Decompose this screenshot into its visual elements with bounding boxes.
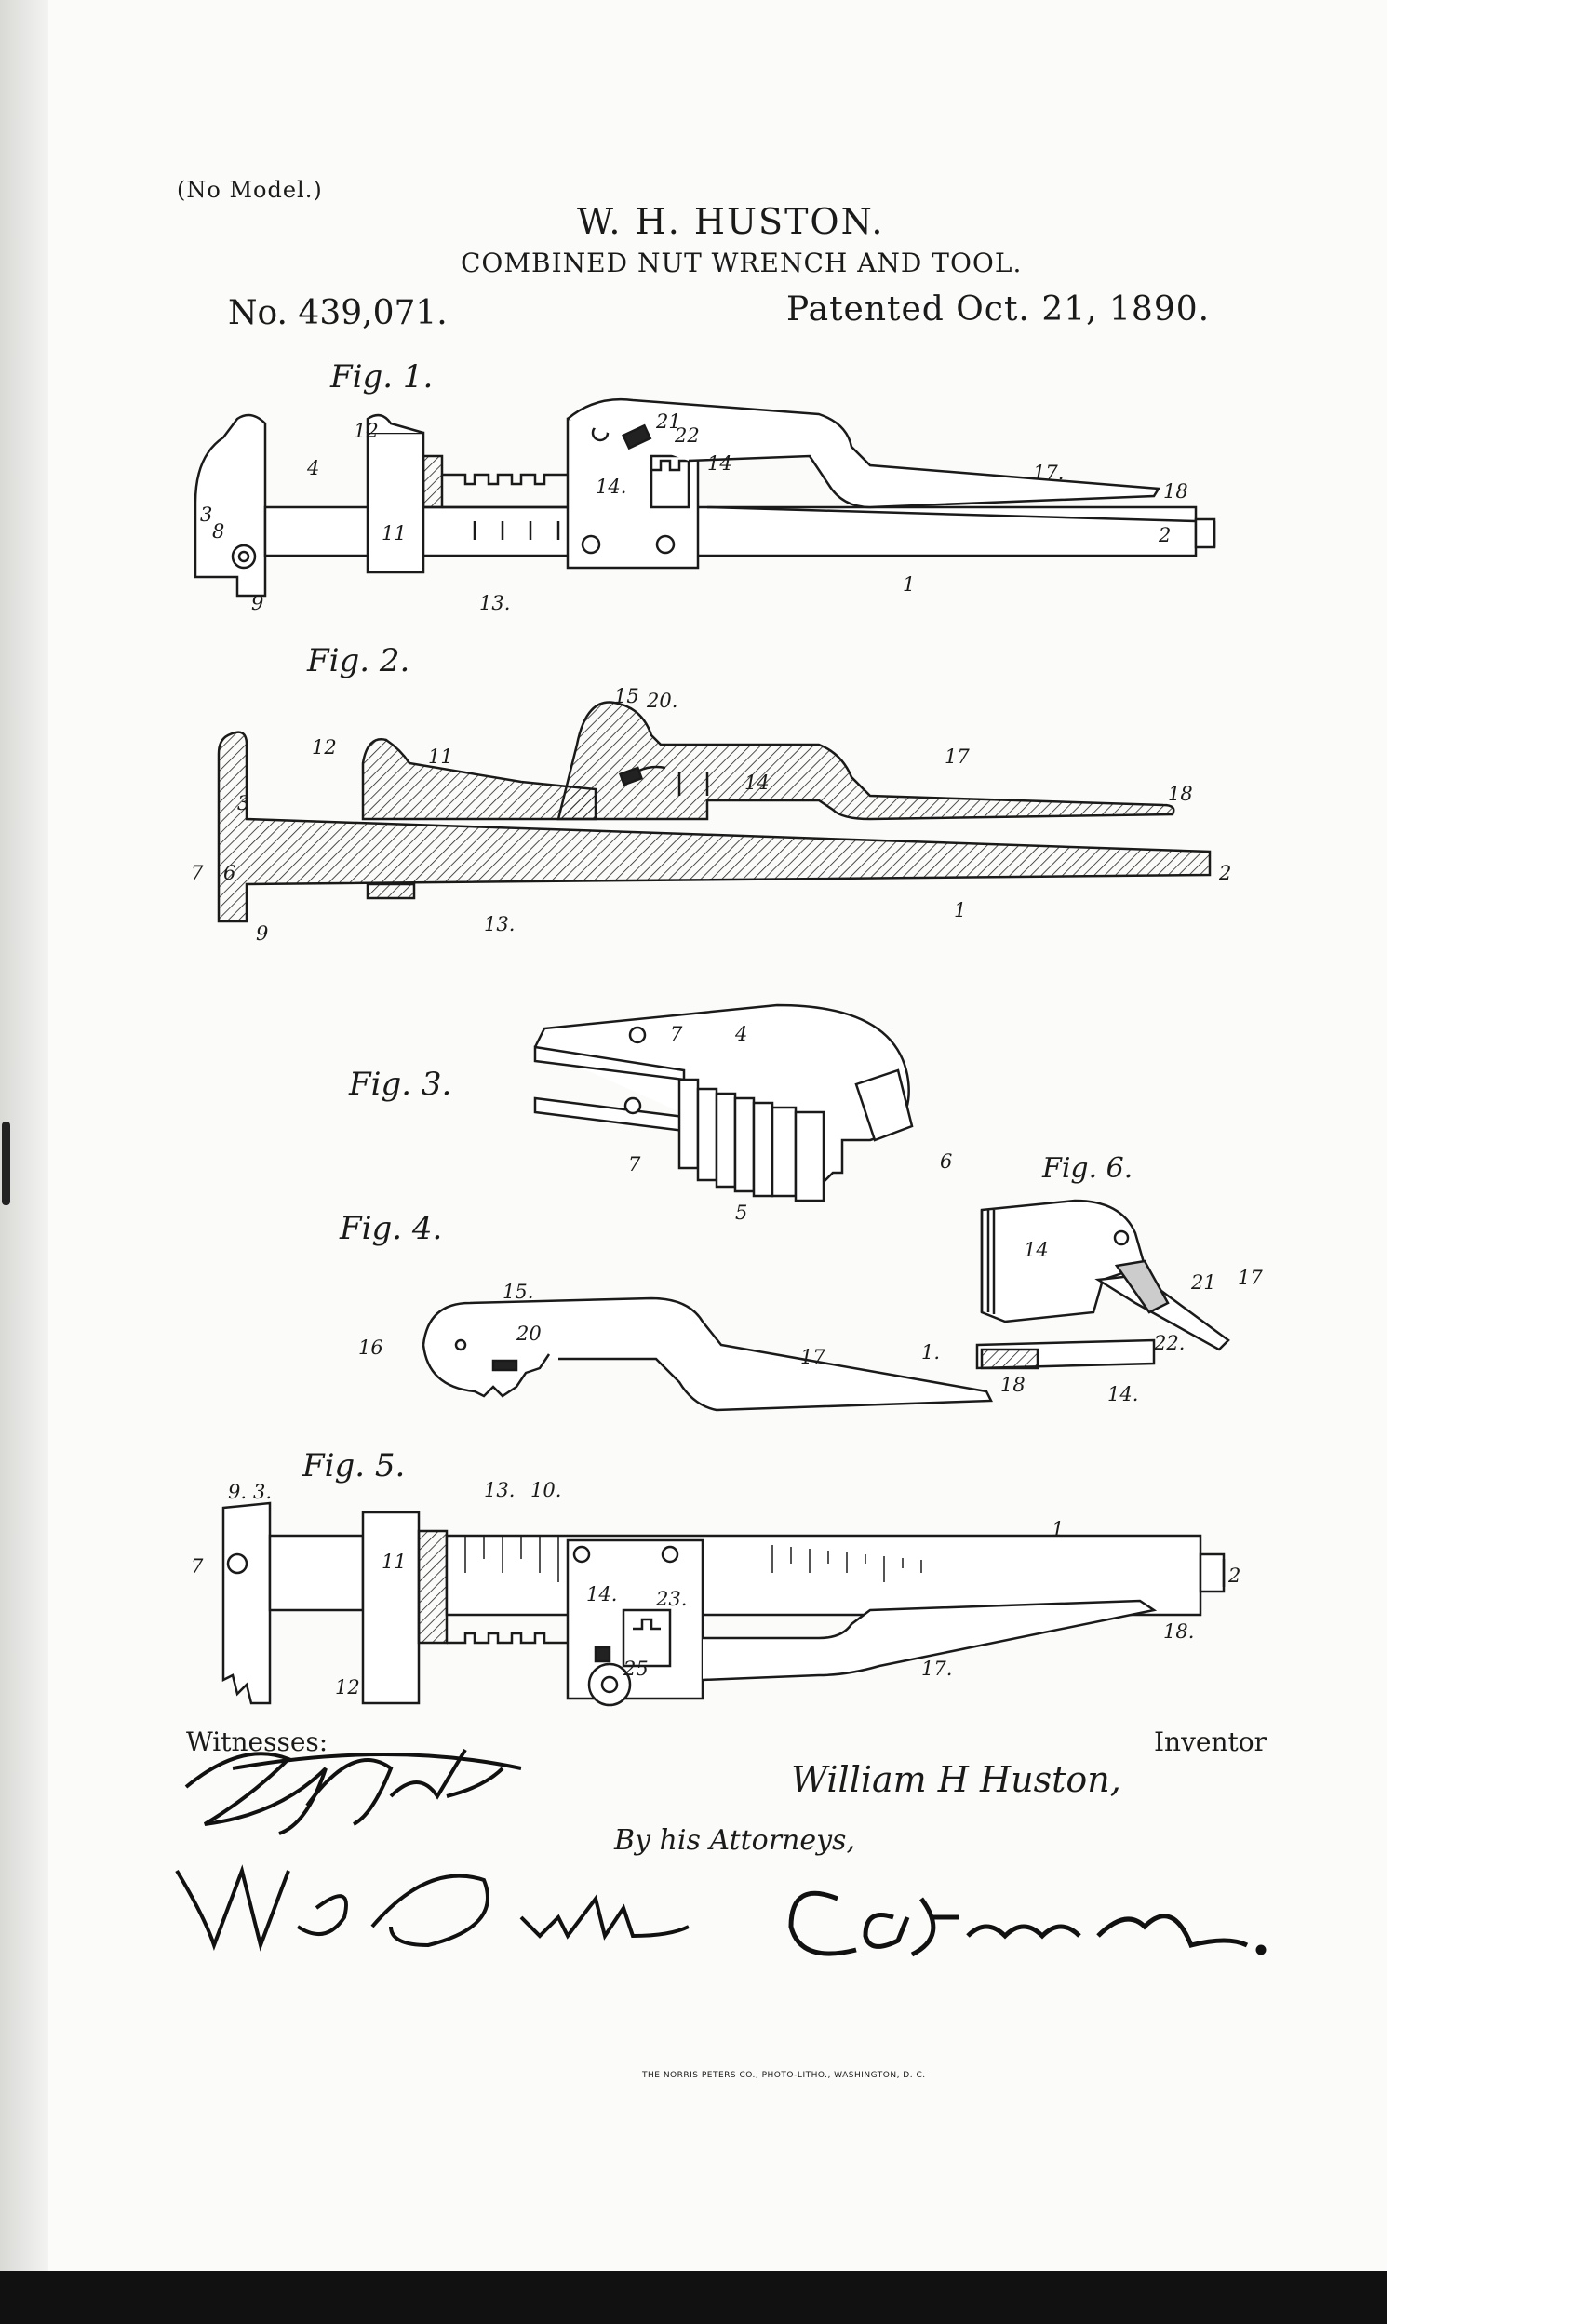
svg-text:22.: 22. [1153,1332,1185,1354]
svg-text:25: 25 [623,1658,649,1680]
svg-text:7: 7 [191,862,204,884]
svg-text:12: 12 [354,420,379,442]
svg-text:11: 11 [428,746,453,768]
svg-text:4: 4 [734,1023,747,1045]
inventor-name: W. H. HUSTON. [577,201,885,242]
fig-4-drawing [422,1296,993,1412]
fig-3-drawing [533,1003,914,1202]
svg-text:23.: 23. [655,1588,687,1610]
fig-6-refs: 14 21 17 22. 1. 18 14. [921,1239,1263,1405]
svg-text:1.: 1. [921,1341,940,1364]
svg-text:9: 9 [251,592,263,614]
fig-4-label: Fig. 4. [340,1210,443,1247]
svg-text:10.: 10. [530,1479,561,1501]
svg-text:20: 20 [516,1323,542,1345]
printer-credit: THE NORRIS PETERS CO., PHOTO-LITHO., WAS… [642,2071,926,2080]
svg-text:3.: 3. [253,1481,272,1503]
scan-bottom-border [0,2271,1387,2324]
svg-text:13.: 13. [484,1479,515,1501]
fig-6-label: Fig. 6. [1042,1152,1133,1185]
fig-4-refs: 16 15. 20 17 [358,1281,825,1368]
attorneys-by-line: By his Attorneys, [614,1824,855,1857]
svg-text:14.: 14. [596,476,626,498]
svg-text:15.: 15. [503,1281,533,1303]
svg-text:14: 14 [707,452,732,475]
svg-text:14: 14 [744,772,770,794]
svg-text:2: 2 [1158,524,1171,546]
svg-text:17: 17 [945,746,970,768]
fig-5-label: Fig. 5. [302,1447,406,1484]
witness-signature-1 [184,1748,522,1835]
inventor-label: Inventor [1154,1726,1267,1757]
svg-text:6: 6 [940,1150,952,1173]
svg-text:18: 18 [1000,1374,1026,1396]
fig-2-drawing [217,701,1212,923]
svg-text:5: 5 [735,1202,747,1224]
patent-title: COMBINED NUT WRENCH AND TOOL. [461,248,1023,278]
svg-text:14.: 14. [586,1583,617,1605]
svg-text:16: 16 [358,1337,383,1359]
svg-text:11: 11 [382,1551,407,1573]
svg-text:7: 7 [670,1023,683,1045]
witnesses-label: Witnesses: [186,1726,328,1757]
svg-text:21: 21 [1190,1271,1216,1294]
svg-text:20.: 20. [646,690,677,712]
svg-text:14: 14 [1024,1239,1049,1261]
svg-text:18: 18 [1163,480,1188,503]
svg-text:17: 17 [800,1346,825,1368]
svg-text:13.: 13. [479,592,510,614]
svg-text:22: 22 [674,424,700,447]
svg-text:11: 11 [382,522,407,544]
svg-text:14.: 14. [1107,1383,1138,1405]
svg-text:8: 8 [212,520,224,543]
svg-text:1: 1 [1052,1518,1064,1540]
svg-text:9.: 9. [228,1481,247,1503]
svg-text:13.: 13. [484,913,515,935]
svg-text:17.: 17. [1033,462,1064,484]
svg-text:21: 21 [655,410,681,433]
svg-text:15: 15 [614,685,639,707]
svg-text:17.: 17. [921,1658,952,1680]
scan-artifact [2,1122,10,1205]
svg-text:18: 18 [1168,783,1193,805]
svg-text:17: 17 [1238,1267,1263,1289]
patent-date: Patented Oct. 21, 1890. [786,290,1211,329]
svg-text:12: 12 [335,1676,360,1699]
svg-text:3: 3 [200,504,212,526]
fig-1-label: Fig. 1. [330,358,434,396]
fig-3-label: Fig. 3. [349,1066,452,1103]
svg-text:4: 4 [306,457,319,479]
svg-text:1: 1 [954,899,966,921]
page-margin [1387,0,1582,2324]
attorney-signature [788,1890,1267,1957]
fig-6-drawing [975,1199,1230,1370]
svg-text:12: 12 [312,736,337,759]
svg-text:9: 9 [256,922,268,945]
svg-text:1: 1 [903,573,915,596]
inventor-signature: William H Huston, [791,1759,1121,1800]
svg-text:7: 7 [191,1555,204,1578]
svg-text:2: 2 [1218,862,1231,884]
svg-text:6: 6 [223,862,235,884]
patent-number: No. 439,071. [228,294,448,332]
witness-signature-2 [175,1864,690,1952]
fig-2-label: Fig. 2. [307,642,410,679]
svg-text:18.: 18. [1163,1620,1194,1643]
svg-text:3: 3 [237,792,249,814]
svg-text:2: 2 [1227,1565,1240,1587]
fig-1-drawing [194,398,1216,598]
no-model-note: (No Model.) [177,177,323,203]
fig-5-drawing [221,1501,1226,1707]
svg-text:7: 7 [628,1153,641,1175]
fig-3-refs: 7 4 7 5 6 [628,1023,952,1224]
